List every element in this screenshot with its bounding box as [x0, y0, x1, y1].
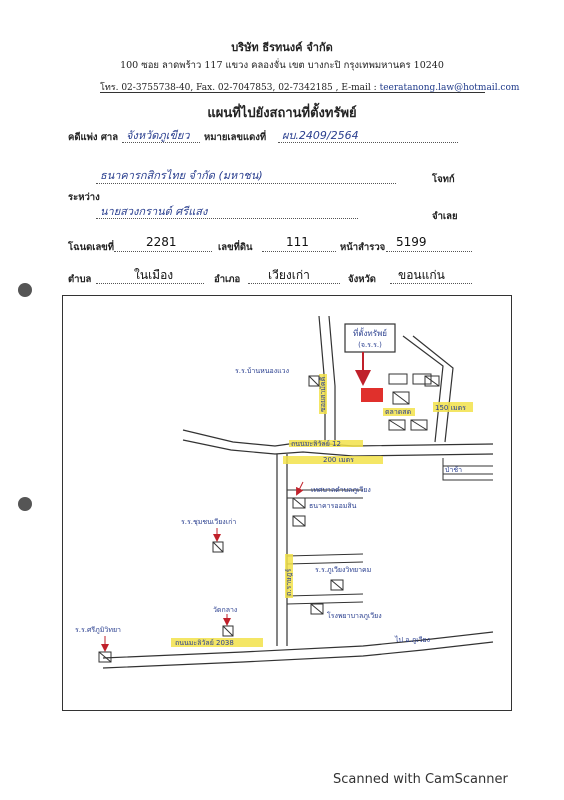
- scanned-watermark: Scanned with CamScanner: [333, 772, 508, 787]
- label-bank: ธนาคารออมสิน: [309, 502, 357, 510]
- label-150m: 150 เมตร: [435, 404, 466, 412]
- road-highlight-vertical: [285, 554, 293, 598]
- label-school-left: ร.ร.ศรีภูมิวิทยา: [75, 626, 121, 634]
- survey-value: 5199: [396, 235, 427, 249]
- between-label: ระหว่าง: [68, 192, 100, 203]
- contact-underline: [100, 92, 485, 93]
- label-school-right: ร.ร.ภูเวียงวิทยาคม: [315, 566, 371, 574]
- road-highlight-branch: [319, 374, 327, 414]
- label-road-bottom: ถนนมะลิวัลย์ 2038: [175, 639, 234, 647]
- plaintiff-value: ธนาคารกสิกรไทย จำกัด (มหาชน): [100, 169, 263, 182]
- district-value: เวียงเก่า: [268, 268, 310, 282]
- road-highlight-main: [289, 440, 363, 447]
- road-highlight-200m: [283, 456, 383, 464]
- plaintiff-dotline: [96, 182, 396, 184]
- case-no-value: ผบ.2409/2564: [282, 129, 359, 142]
- contact-phones: โทร. 02-3755738-40, Fax. 02-7047853, 02-…: [100, 83, 377, 93]
- district-label: อำเภอ: [214, 274, 241, 285]
- label-road-vertical: ถ.ราษฎร์: [285, 569, 293, 596]
- case-no-label: หมายเลขแดงที่: [204, 132, 267, 143]
- contact-email[interactable]: teeratanong.law@hotmail.com: [379, 83, 520, 93]
- label-school-mid: ร.ร.ชุมชนเวียงเก่า: [181, 518, 236, 526]
- subdistrict-dotline: [96, 282, 204, 284]
- property-callout-box: [344, 323, 396, 353]
- label-hospital: โรงพยาบาลภูเวียง: [327, 611, 382, 620]
- building-symbols: [98, 373, 440, 663]
- province-dotline: [390, 282, 472, 284]
- road-center-vertical: [276, 454, 288, 646]
- label-to-town: ไป อ.ภูเวียง: [394, 635, 430, 644]
- company-address: 100 ซอย ลาดพร้าว 117 แขวง คลองจั่น เขต บ…: [120, 60, 444, 71]
- company-contact: โทร. 02-3755738-40, Fax. 02-7047853, 02-…: [100, 80, 519, 94]
- side-roads: [286, 458, 493, 605]
- court-value: จังหวัดภูเขียว: [126, 129, 190, 142]
- deed-dotline: [114, 250, 212, 252]
- road-highlight-bottom: [171, 638, 263, 647]
- defendant-value: นายสวงกรานต์ ศรีแสง: [100, 205, 208, 218]
- punch-hole-top: [18, 283, 32, 297]
- property-callout-label: ที่ตั้งทรัพย์: [353, 327, 387, 338]
- district-dotline: [248, 282, 340, 284]
- label-road-soi: ซอยสามัคคี: [319, 376, 327, 412]
- province-value: ขอนแก่น: [398, 268, 445, 282]
- survey-dotline: [386, 250, 472, 252]
- land-no-dotline: [262, 250, 336, 252]
- land-no-value: 111: [286, 235, 309, 249]
- case-no-dotline: [278, 141, 458, 143]
- punch-hole-bottom: [18, 497, 32, 511]
- defendant-label: จำเลย: [432, 211, 458, 222]
- label-municipality: เทศบาลตำบลภูเวียง: [311, 486, 371, 494]
- subdistrict-value: ในเมือง: [134, 268, 174, 282]
- label-forest: ป่าช้า: [445, 466, 462, 474]
- plaintiff-label: โจทก์: [432, 174, 455, 185]
- land-no-label: เลขที่ดิน: [218, 242, 253, 253]
- court-dotline: [122, 141, 200, 143]
- document-title: แผนที่ไปยังสถานที่ตั้งทรัพย์: [207, 106, 357, 121]
- label-temple: วัดกลาง: [213, 606, 237, 614]
- subdistrict-label: ตำบล: [68, 274, 92, 285]
- deed-value: 2281: [146, 235, 177, 249]
- label-market: ตลาดสด: [385, 408, 411, 416]
- province-label: จังหวัด: [348, 274, 376, 285]
- deed-label: โฉนดเลขที่: [68, 242, 115, 253]
- property-marker: [361, 388, 383, 402]
- location-map: ที่ตั้งทรัพย์ (จ.ร.ร.): [62, 295, 512, 711]
- company-name: บริษัท ธีรทนงค์ จำกัด: [231, 41, 333, 54]
- road-bottom: [102, 631, 494, 669]
- pointer-arrows: [101, 481, 304, 652]
- label-school-top: ร.ร.บ้านหนองแวง: [235, 367, 289, 375]
- market-highlight: [383, 408, 415, 416]
- label-road-main: ถนนมะลิวัลย์ 12: [291, 440, 341, 448]
- court-label: คดีแพ่ง ศาล: [68, 132, 119, 143]
- property-callout-sub: (จ.ร.ร.): [358, 341, 382, 349]
- survey-label: หน้าสำรวจ: [340, 242, 386, 253]
- map-drawing: ที่ตั้งทรัพย์ (จ.ร.ร.): [75, 315, 494, 669]
- defendant-dotline: [96, 217, 358, 219]
- road-highlight-150m: [433, 402, 473, 412]
- label-200m: 200 เมตร: [323, 456, 354, 464]
